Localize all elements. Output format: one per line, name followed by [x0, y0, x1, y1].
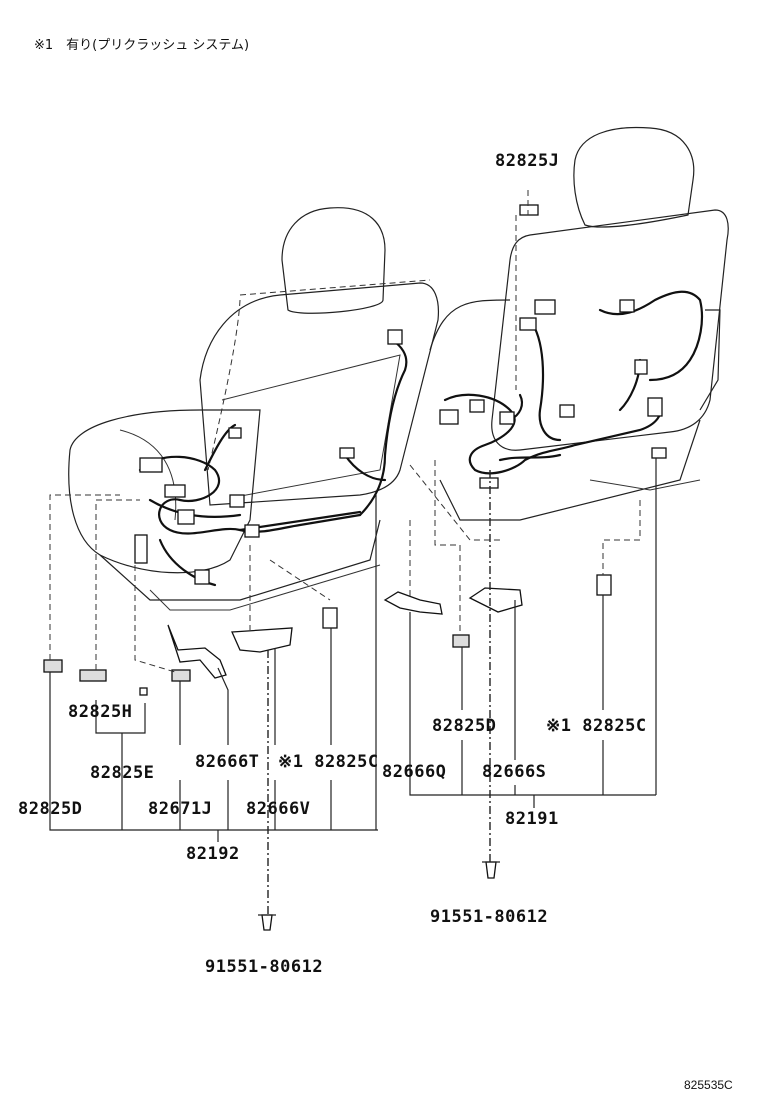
label-bolt-right: 91551-80612	[430, 907, 549, 927]
bracket-82666V	[231, 627, 293, 653]
label-82825J: 82825J	[495, 151, 560, 171]
label-bolt-left: 91551-80612	[205, 957, 324, 977]
left-seat-illustration	[68, 207, 440, 611]
bracket-82666Q	[383, 591, 443, 615]
label-82671J: 82671J	[148, 799, 213, 819]
label-82825D-right: 82825D	[432, 716, 497, 736]
right-seat-illustration	[409, 126, 729, 541]
label-82191-assembly: 82191	[505, 809, 559, 829]
label-82825E: 82825E	[90, 763, 155, 783]
label-82825C-left: ※1 82825C	[278, 752, 379, 772]
bracket-82666T	[167, 624, 227, 679]
diagram-code: 825535C	[684, 1078, 733, 1092]
bolt-91551-right	[485, 861, 497, 879]
label-82666V: 82666V	[246, 799, 311, 819]
label-82666S: 82666S	[482, 762, 547, 782]
left-leader-lines	[49, 494, 378, 915]
connector-82671J	[171, 669, 191, 682]
right-seat-parts	[383, 574, 612, 879]
label-82825D-left: 82825D	[18, 799, 83, 819]
label-82192-assembly: 82192	[186, 844, 240, 864]
connector-82825H-small	[139, 687, 148, 696]
connector-82825H	[79, 669, 107, 682]
label-82666Q: 82666Q	[382, 762, 447, 782]
sensor-82825C-right	[596, 574, 612, 596]
connector-82825D-right	[452, 634, 470, 648]
label-82825C-right: ※1 82825C	[546, 716, 647, 736]
label-82825H: 82825H	[68, 702, 133, 722]
connector-82825D-left	[43, 659, 63, 673]
label-82666T: 82666T	[195, 752, 260, 772]
bolt-91551-left	[261, 914, 273, 931]
bracket-82666S	[468, 587, 523, 613]
note-precrash-system: ※1 有り(プリクラッシュ システム)	[34, 38, 250, 53]
right-leader-lines	[409, 190, 657, 862]
sensor-82825C-left	[322, 607, 338, 629]
